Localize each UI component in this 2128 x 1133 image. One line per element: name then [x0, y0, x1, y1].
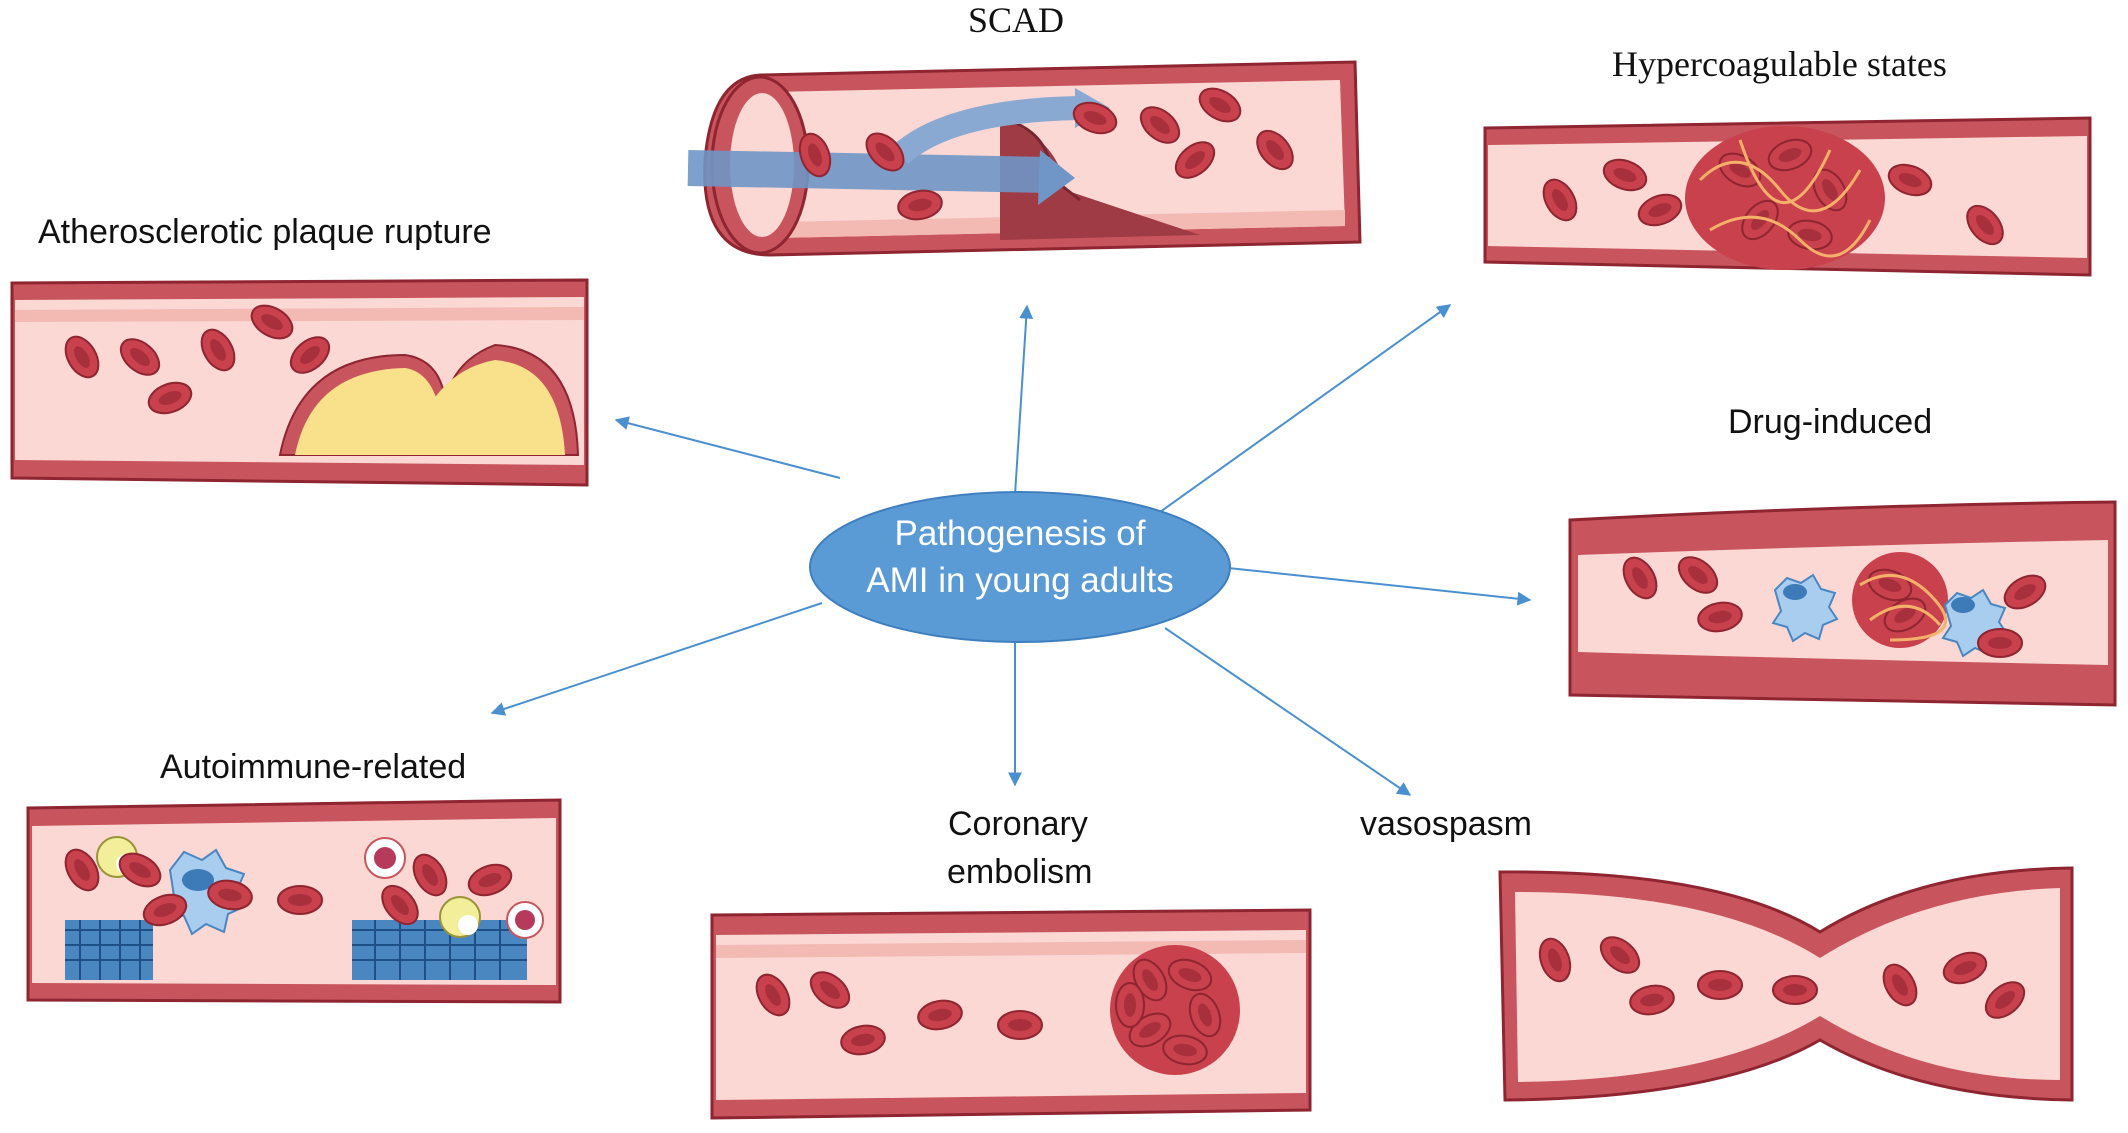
label-drug-induced: Drug-induced — [1728, 403, 1933, 441]
label-scad: SCAD — [968, 0, 1065, 40]
arrow-to-scad — [1014, 304, 1034, 496]
autoimmune-deposits — [65, 920, 527, 980]
arrow-to-autoimmune — [490, 602, 823, 716]
label-vasospasm: vasospasm — [1360, 805, 1532, 843]
center-title-line1: Pathogenesis of — [894, 514, 1146, 553]
center-ellipse — [809, 491, 1231, 643]
embolus — [1110, 945, 1240, 1075]
arrows — [490, 304, 1532, 796]
center-title-line2: AMI in young adults — [866, 561, 1174, 601]
autoimmune-vessel — [26, 798, 562, 1004]
plaque — [278, 343, 580, 456]
arrow-to-vasospasm — [1164, 627, 1412, 796]
vasospasm-vessel — [1498, 866, 2074, 1102]
label-autoimmune: Autoimmune-related — [160, 748, 467, 786]
arrow-to-hypercoagulable — [1159, 304, 1452, 513]
hypercoagulable-clot — [1685, 126, 1885, 270]
arrow-to-drug-induced — [1227, 567, 1532, 606]
drug-induced-clot — [1852, 552, 1948, 648]
hypercoagulable-vessel — [1483, 116, 2092, 277]
center-title: Pathogenesis of AMI in young adults — [810, 510, 1230, 605]
drug-induced-vessel — [1568, 500, 2117, 707]
arrow-to-atherosclerotic — [614, 416, 841, 479]
label-coronary-line2: embolism — [947, 853, 1093, 891]
scad-vessel — [687, 60, 1362, 257]
label-coronary-line1: Coronary — [948, 805, 1088, 843]
coronary-embolism-vessel — [710, 908, 1312, 1120]
label-hypercoagulable: Hypercoagulable states — [1612, 44, 1947, 84]
label-atherosclerotic: Atherosclerotic plaque rupture — [38, 213, 492, 251]
atherosclerotic-vessel — [10, 278, 589, 487]
